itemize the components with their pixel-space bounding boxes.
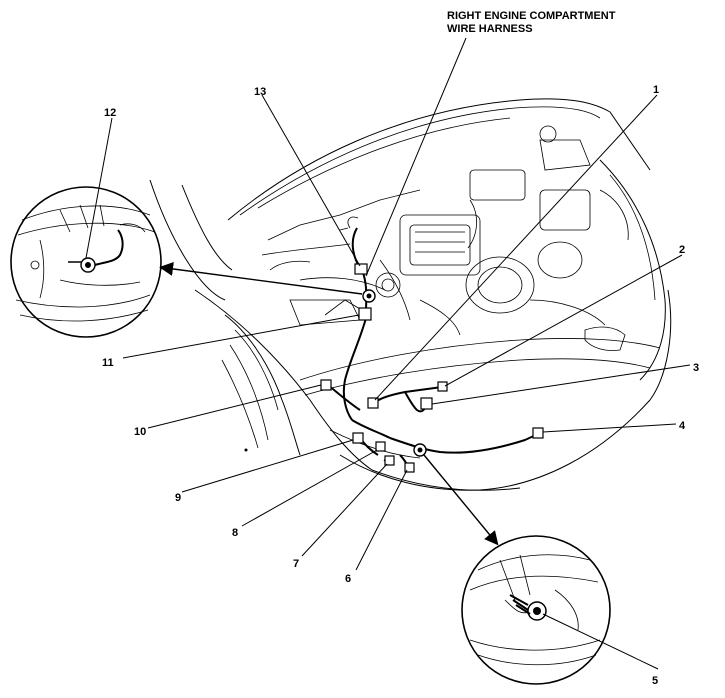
connector-11: [358, 307, 372, 321]
callout-labels: 1 2 3 4 5 6 7 8 9 10 11 12 13: [102, 84, 699, 687]
ground-terminal-top-inner: [366, 293, 372, 299]
connector-7: [384, 455, 395, 466]
callout-10: 10: [134, 426, 146, 438]
connector-6: [404, 462, 415, 473]
callout-7: 7: [293, 558, 299, 570]
callout-9: 9: [175, 492, 181, 504]
callout-13: 13: [254, 86, 266, 98]
engine-bay: [261, 125, 629, 336]
connector-8: [375, 441, 386, 452]
connector-4: [532, 427, 544, 439]
callout-3: 3: [693, 362, 699, 374]
connector-3: [420, 397, 433, 410]
connector-1: [367, 397, 379, 409]
car-body: [149, 98, 672, 491]
callout-4: 4: [679, 420, 686, 432]
harness-title-line2: WIRE HARNESS: [447, 23, 533, 35]
callout-2: 2: [679, 244, 685, 256]
detail-inset-upper-left: [10, 186, 162, 338]
wire-harness: [327, 216, 539, 471]
harness-title-line1: RIGHT ENGINE COMPARTMENT: [447, 10, 616, 22]
connector-2: [437, 381, 448, 392]
callout-5: 5: [652, 675, 658, 687]
callout-8: 8: [232, 527, 238, 539]
callout-6: 6: [345, 573, 351, 585]
callout-11: 11: [102, 357, 114, 369]
ground-terminal-5-inner: [417, 447, 423, 453]
stray-dot: [244, 448, 248, 452]
callout-1: 1: [653, 84, 659, 96]
connector-9: [352, 432, 364, 444]
connector-10: [320, 379, 332, 391]
detail-inset-lower-right: [461, 535, 611, 685]
callout-12: 12: [104, 107, 116, 119]
connector-13: [354, 263, 368, 275]
leader-lines: [85, 37, 691, 670]
connectors: [320, 263, 544, 473]
